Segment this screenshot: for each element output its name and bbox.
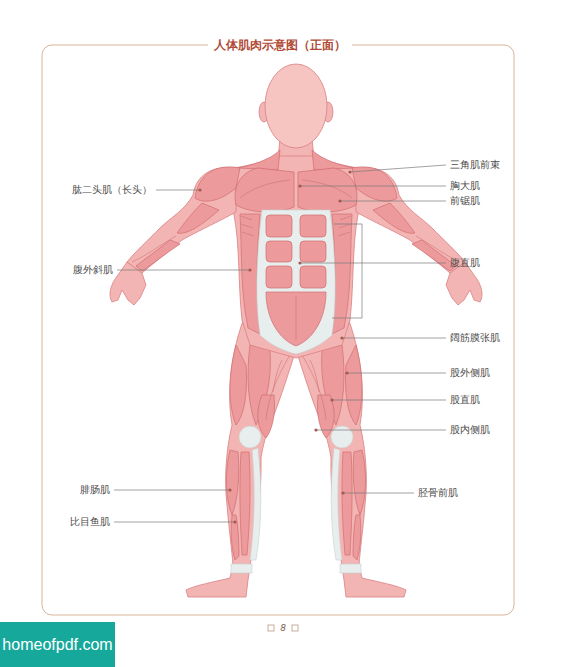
rectus-abdominis-segment (300, 241, 326, 262)
diagram-title: 人体肌肉示意图（正面） (208, 38, 352, 52)
leader-dot (348, 170, 351, 173)
leg-outline (186, 318, 296, 597)
trapezius (238, 150, 280, 170)
page-ornament (292, 625, 298, 631)
muscle-line (132, 236, 176, 262)
muscle-label: 股外侧肌 (450, 368, 490, 378)
leader-line (342, 338, 446, 339)
leader-line (300, 263, 446, 264)
muscle-label: 阔筋膜张肌 (450, 333, 500, 343)
head (265, 64, 327, 148)
leader-dot (330, 398, 333, 401)
watermark: homeofpdf.com (0, 622, 115, 667)
muscle-label: 股直肌 (450, 395, 480, 405)
muscle-line (273, 360, 282, 392)
forearm-muscle (136, 240, 180, 271)
deltoid (195, 167, 240, 201)
rectus-abdominis-lower (266, 292, 326, 346)
leader-line (332, 400, 446, 401)
leader-line (347, 373, 446, 374)
leader-dot (340, 336, 343, 339)
leg (296, 318, 406, 597)
rectus-abdominis-segment (266, 266, 292, 288)
leader-line (117, 270, 250, 271)
leader-line (316, 430, 446, 431)
knee-tendon (239, 426, 261, 448)
muscle-label: 腓肠肌 (80, 485, 110, 495)
pectoralis (235, 168, 294, 212)
leader-dot (341, 491, 344, 494)
muscle-label: 胫骨前肌 (418, 488, 458, 498)
leader-dot (314, 428, 317, 431)
muscle-line (266, 355, 290, 420)
leader-dot (228, 488, 231, 491)
leg (186, 318, 296, 597)
rectus-abdominis-segment (266, 215, 292, 237)
leader-line (114, 522, 235, 523)
leader-line (300, 186, 446, 187)
muscle-line (240, 180, 290, 198)
leader-line (350, 165, 446, 172)
leader-dot (198, 188, 201, 191)
rectus-abdominis-segment (300, 215, 326, 237)
shin-bone (250, 448, 261, 560)
muscle-label: 三角肌前束 (450, 160, 500, 170)
ankle-band (231, 564, 252, 573)
leader-dot (298, 184, 301, 187)
muscle-label: 腹外斜肌 (73, 265, 113, 275)
muscle-label: 比目鱼肌 (70, 517, 110, 527)
leader-dot (248, 268, 251, 271)
leader-line (114, 490, 230, 491)
rectus-abdominis-segment (300, 266, 326, 288)
muscle-label: 股内侧肌 (450, 425, 490, 435)
leader-dot (298, 261, 301, 264)
muscle-line (296, 296, 297, 340)
muscle-label: 肱二头肌（长头） (72, 185, 152, 195)
leader-dot (233, 520, 236, 523)
muscle-label: 前锯肌 (450, 196, 480, 206)
page-number: 8 (280, 624, 286, 633)
muscle-label: 胸大肌 (450, 181, 480, 191)
bracket (332, 224, 362, 318)
muscle-label: 腹直肌 (450, 258, 480, 268)
page-ornament (268, 625, 274, 631)
leader-line (340, 201, 446, 202)
tibialis-anterior (240, 452, 250, 555)
biceps (177, 203, 219, 233)
leader-dot (345, 371, 348, 374)
vastus-lateralis (230, 345, 247, 425)
serratus-lines (241, 216, 254, 236)
gastrocnemius (226, 450, 238, 515)
page-frame (42, 45, 514, 615)
leader-dot (338, 199, 341, 202)
abdominal-sheath (257, 210, 335, 354)
leader-line (156, 190, 200, 191)
rectus-abdominis-segment (266, 241, 292, 262)
leader-line (343, 493, 414, 494)
